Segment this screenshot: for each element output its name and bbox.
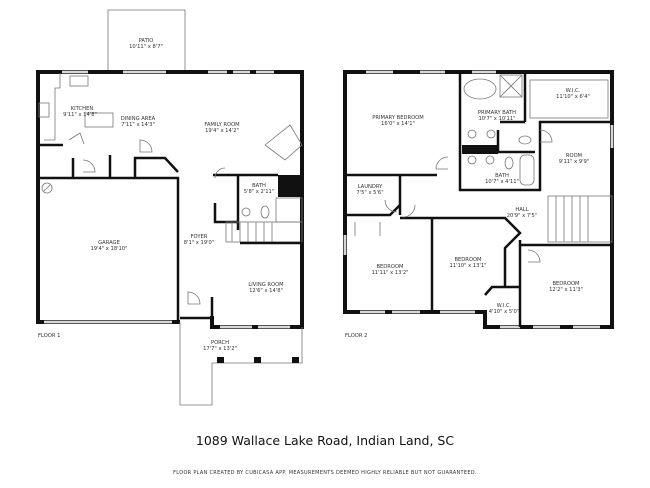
- kitchen-sink: [69, 75, 89, 87]
- front-door: [187, 291, 201, 305]
- room-dims: 11'11" x 13'2": [371, 270, 408, 276]
- room-label: W.I.C.: [497, 303, 512, 309]
- tub: [519, 154, 535, 186]
- room-dims: 10'7" x 10'11": [478, 116, 515, 122]
- kitchen-island: [84, 112, 114, 128]
- room-dims: 5'8" x 2'11": [244, 189, 275, 195]
- family-room-stair-landing: [264, 124, 303, 161]
- garage-wall: [38, 176, 180, 322]
- shower: [499, 74, 523, 98]
- floor2-stairs: [547, 195, 613, 243]
- room-label: FAMILY ROOM: [204, 122, 239, 128]
- room-label: LAUNDRY: [358, 184, 384, 190]
- floor-1-label: FLOOR 1: [38, 333, 60, 339]
- room-dims: 12'6" x 14'8": [249, 288, 283, 294]
- room-label: DINING AREA: [121, 116, 156, 122]
- room-dims: 7'5" x 5'6": [356, 190, 383, 196]
- room-dims: 11'10" x 6'4": [556, 94, 590, 100]
- room-label: PORCH: [211, 340, 229, 346]
- room-dims: 9'11" x 9'9": [559, 159, 590, 165]
- room-label: KITCHEN: [71, 106, 94, 112]
- toilet: [260, 205, 270, 219]
- room-dims: 10'7" x 4'11": [485, 179, 519, 185]
- room-dims: 19'4" x 18'10": [90, 246, 127, 252]
- stove: [38, 102, 50, 118]
- room-dims: 19'4" x 14'2": [205, 128, 239, 134]
- room-dims: 12'2" x 11'3": [549, 287, 583, 293]
- room-dims: 10'11" x 8'7": [129, 44, 163, 50]
- room-label: BATH: [252, 183, 266, 189]
- floor2-exterior-wall: [343, 70, 614, 329]
- room-dims: 16'0" x 14'1": [381, 121, 415, 127]
- patio-outline: [107, 9, 186, 72]
- closet-shelves: [529, 79, 609, 119]
- bathtub: [463, 78, 497, 100]
- room-dims: 7'11" x 14'3": [121, 122, 155, 128]
- floor1-exterior-wall: [210, 316, 304, 329]
- room-label: PRIMARY BEDROOM: [372, 115, 423, 121]
- porch-outline: [179, 322, 303, 406]
- room-label: BEDROOM: [376, 264, 403, 270]
- floor-2-label: FLOOR 2: [345, 333, 367, 339]
- room-label: GARAGE: [98, 240, 120, 246]
- room-dims: 4'10" x 5'0": [489, 309, 520, 315]
- room-label: PRIMARY BATH: [478, 110, 516, 116]
- room-label: ROOM: [566, 153, 582, 159]
- footer-disclaimer: FLOOR PLAN CREATED BY CUBICASA APP. MEAS…: [173, 470, 477, 476]
- chase: [278, 175, 302, 197]
- floor-1-plan: PATIO 10'11" x 8'7" KITCHEN 9'11" x 14'8…: [36, 9, 304, 406]
- room-dims: 9'11" x 14'8": [63, 112, 97, 118]
- kitchen-counter: [44, 73, 61, 141]
- room-dims: 8'1" x 19'0": [184, 240, 215, 246]
- room-dims: 20'9" x 7'5": [507, 213, 538, 219]
- floor1-exterior-wall: [36, 70, 180, 324]
- room-dims: 11'10" x 13'1": [449, 263, 486, 269]
- room-label: BEDROOM: [454, 257, 481, 263]
- room-label: HALL: [515, 207, 528, 213]
- room-label: FOYER: [191, 234, 208, 240]
- floor1-stairs: [225, 197, 303, 243]
- floor-2-plan: PRIMARY BEDROOM 16'0" x 14'1" PRIMARY BA…: [343, 70, 614, 339]
- bath-sink: [241, 207, 251, 217]
- address-title: 1089 Wallace Lake Road, Indian Land, SC: [195, 433, 455, 448]
- room-label: BATH: [495, 173, 509, 179]
- room-label: LIVING ROOM: [248, 282, 283, 288]
- room-dims: 17'7" x 13'2": [203, 346, 237, 352]
- room-label: PATIO: [139, 38, 154, 44]
- room-label: BEDROOM: [552, 281, 579, 287]
- room-label: W.I.C.: [566, 88, 581, 94]
